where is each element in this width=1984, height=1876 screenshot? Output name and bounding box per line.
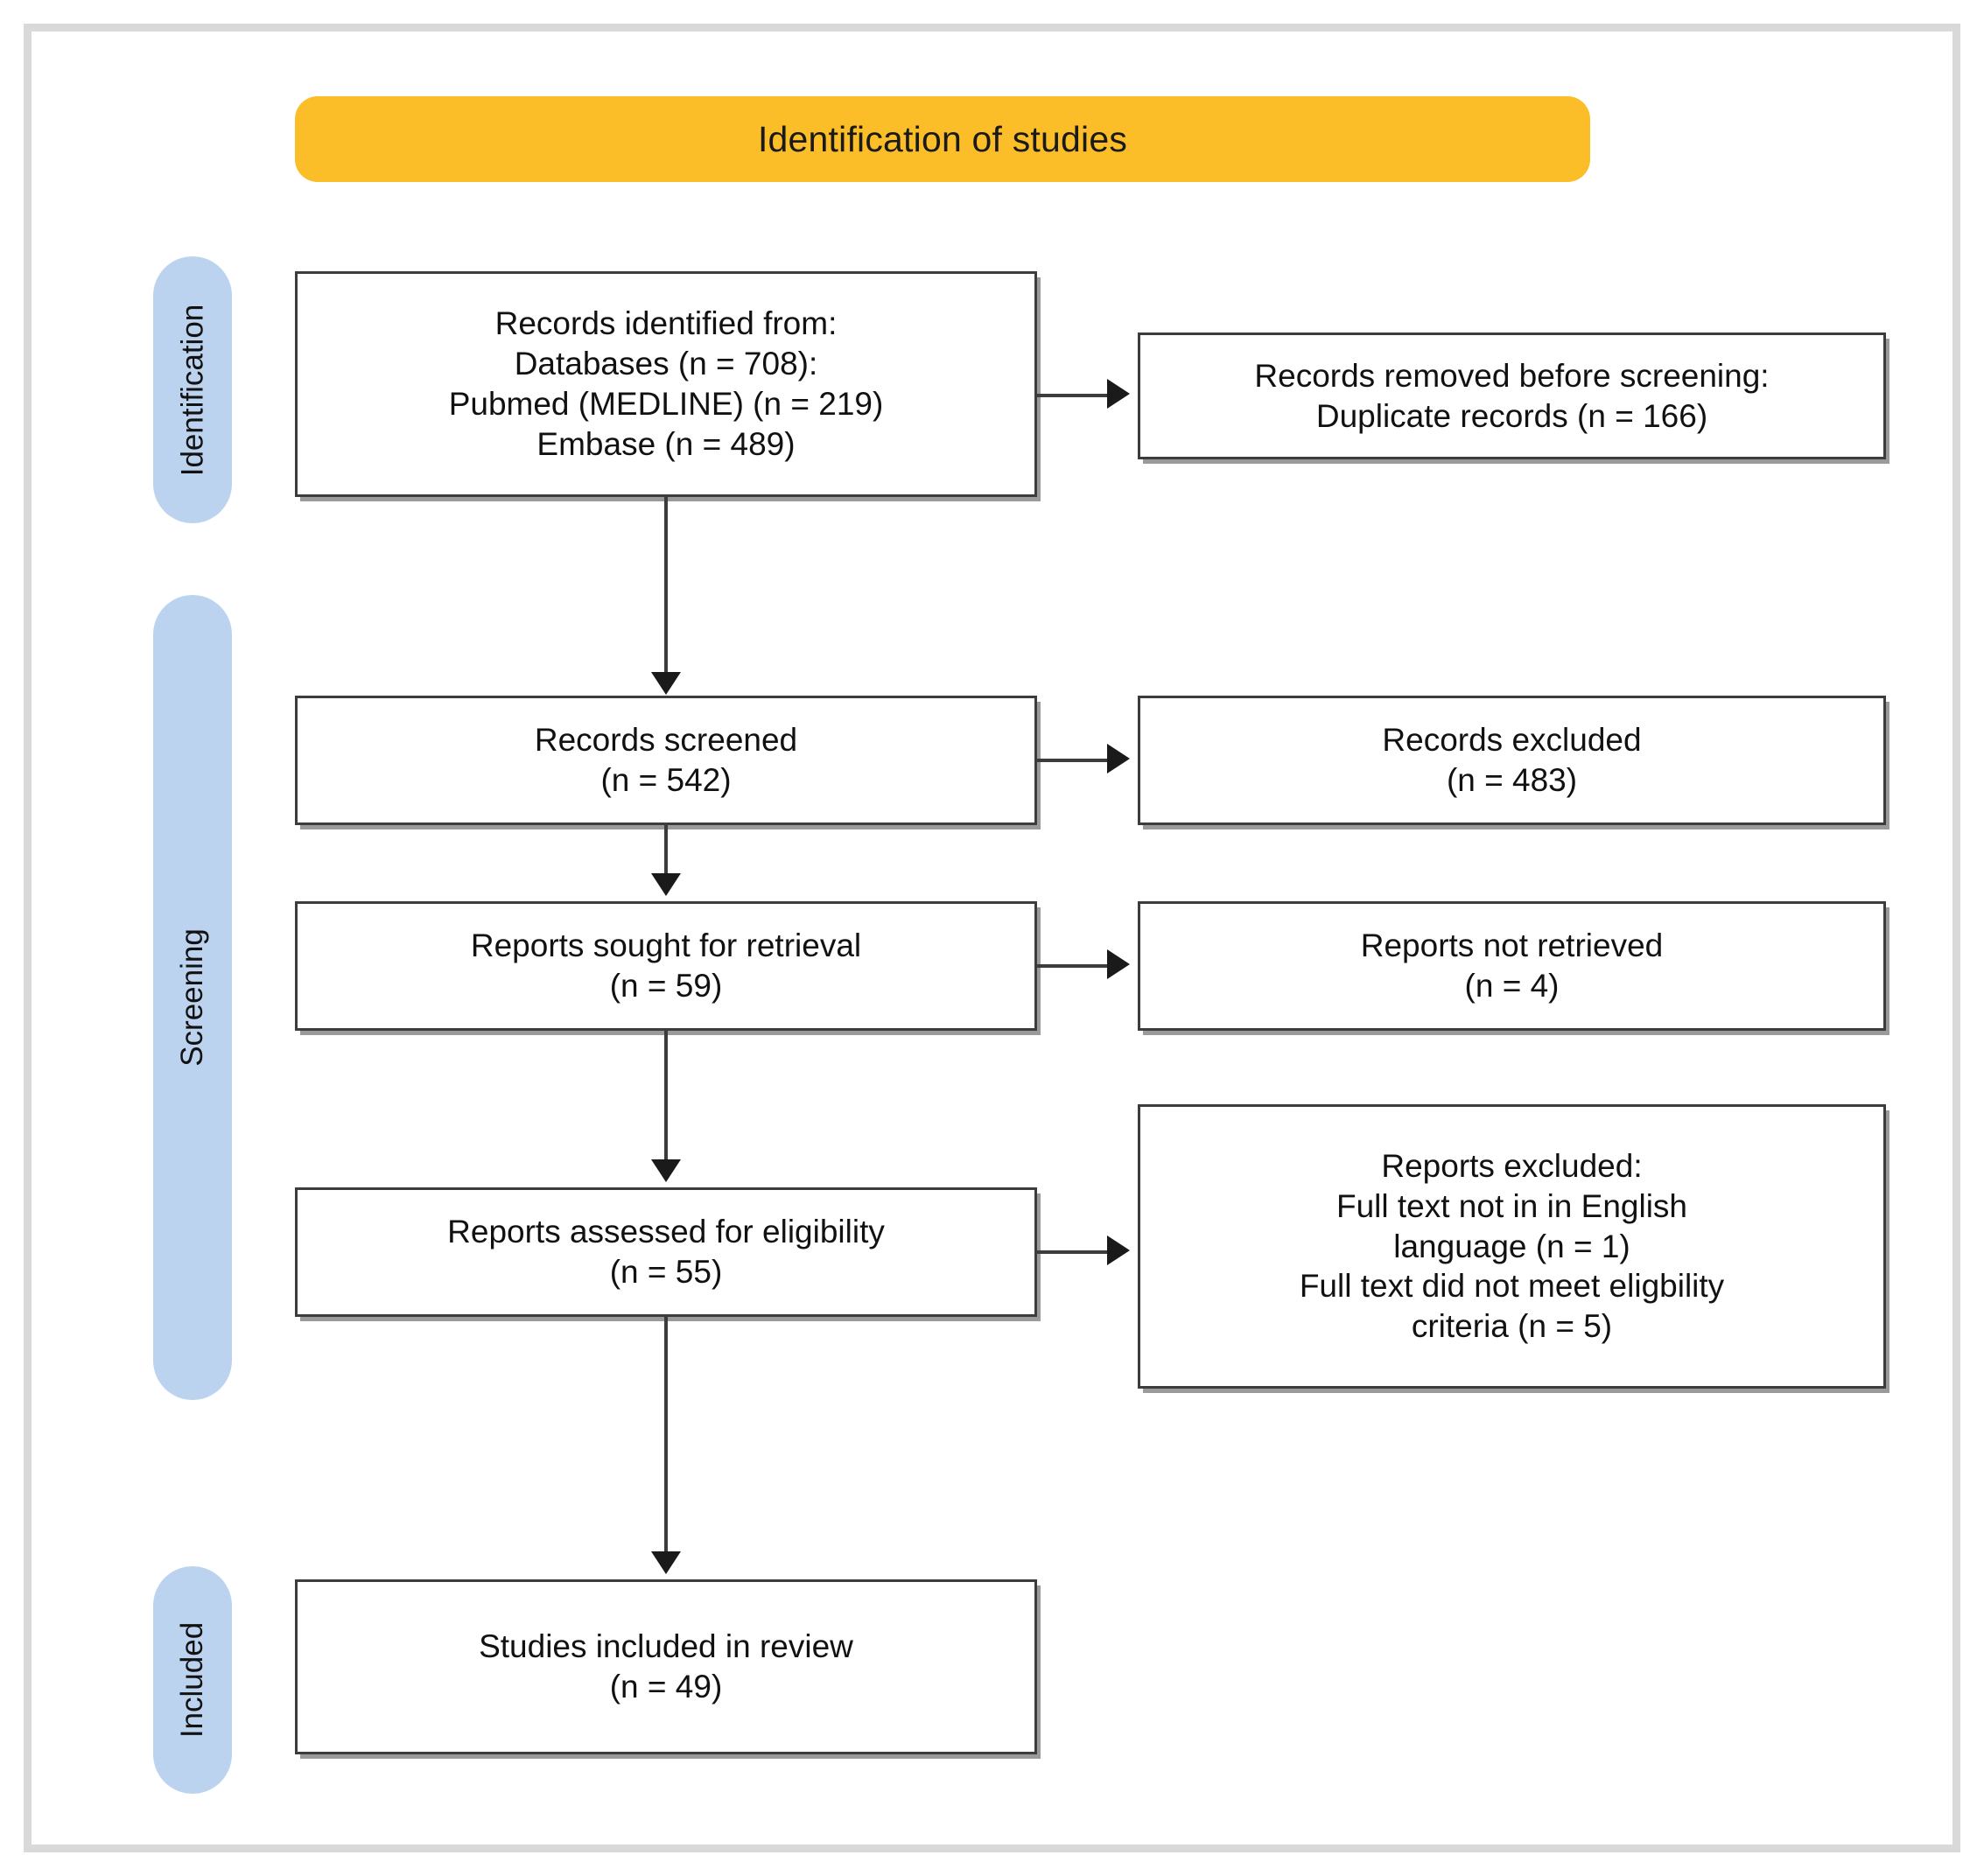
connector-assessed-to-included: [664, 1317, 668, 1551]
box-line: Records screened: [534, 722, 798, 759]
box-line: Records removed before screening:: [1254, 357, 1770, 394]
box-line: Full text not in in English: [1336, 1187, 1688, 1224]
box-line: Pubmed (MEDLINE) (n = 219): [448, 386, 884, 422]
connector-sought-to-not-retrieved: [1037, 964, 1107, 968]
identification-banner: Identification of studies: [295, 96, 1590, 182]
arrow-sought-to-assessed: [651, 1159, 681, 1182]
stage-label-included: Included: [175, 1621, 210, 1739]
box-line: Reports not retrieved: [1360, 928, 1664, 964]
box-line: Reports assessed for eligibility: [447, 1214, 885, 1250]
box-line: language (n = 1): [1393, 1228, 1630, 1264]
stage-label-identification: Identification: [175, 304, 209, 476]
stage-pill-identification: Identification: [153, 256, 232, 523]
box-line: (n = 4): [1464, 968, 1560, 1004]
box-line: Records identified from:: [494, 305, 838, 342]
stage-pill-included: Included: [153, 1566, 232, 1794]
box-line: criteria (n = 5): [1411, 1308, 1613, 1345]
arrow-screened-to-excluded: [1107, 744, 1130, 774]
stage-pill-screening: Screening: [153, 595, 232, 1400]
connector-identified-to-removed: [1037, 394, 1107, 397]
arrow-sought-to-not-retrieved: [1107, 949, 1130, 979]
box-line: (n = 55): [609, 1254, 723, 1290]
stage-label-screening: Screening: [175, 928, 210, 1067]
box-line: (n = 49): [609, 1669, 723, 1704]
connector-assessed-to-reports-excluded: [1037, 1250, 1107, 1254]
arrow-identified-to-screened: [651, 672, 681, 695]
box-studies-included-in-review: Studies included in review (n = 49): [295, 1579, 1037, 1754]
box-line: Databases (n = 708):: [514, 346, 818, 382]
box-line: (n = 542): [600, 762, 732, 798]
arrow-identified-to-removed: [1107, 379, 1130, 409]
box-reports-sought-for-retrieval: Reports sought for retrieval (n = 59): [295, 901, 1037, 1031]
box-reports-assessed-for-eligibility: Reports assessed for eligibility (n = 55…: [295, 1187, 1037, 1317]
box-line: Reports excluded:: [1381, 1147, 1643, 1184]
box-records-excluded: Records excluded (n = 483): [1138, 696, 1886, 825]
box-line: (n = 483): [1446, 762, 1578, 798]
arrow-assessed-to-included: [651, 1551, 681, 1574]
box-line: (n = 59): [609, 968, 723, 1004]
box-line: Embase (n = 489): [536, 425, 796, 462]
box-records-removed-before-screening: Records removed before screening: Duplic…: [1138, 332, 1886, 459]
banner-title: Identification of studies: [757, 118, 1128, 159]
connector-screened-to-sought: [664, 825, 668, 873]
box-records-identified: Records identified from: Databases (n = …: [295, 271, 1037, 497]
box-reports-not-retrieved: Reports not retrieved (n = 4): [1138, 901, 1886, 1031]
box-line: Full text did not meet eligbility: [1299, 1268, 1725, 1305]
arrow-screened-to-sought: [651, 873, 681, 896]
box-line: Records excluded: [1382, 722, 1642, 759]
connector-sought-to-assessed: [664, 1031, 668, 1159]
box-line: Reports sought for retrieval: [470, 928, 862, 964]
arrow-assessed-to-reports-excluded: [1107, 1236, 1130, 1265]
connector-identified-to-screened: [664, 497, 668, 672]
box-line: Studies included in review: [479, 1628, 853, 1665]
box-reports-excluded: Reports excluded: Full text not in in En…: [1138, 1104, 1886, 1389]
box-records-screened: Records screened (n = 542): [295, 696, 1037, 825]
box-line: Duplicate records (n = 166): [1315, 397, 1708, 434]
connector-screened-to-excluded: [1037, 759, 1107, 762]
